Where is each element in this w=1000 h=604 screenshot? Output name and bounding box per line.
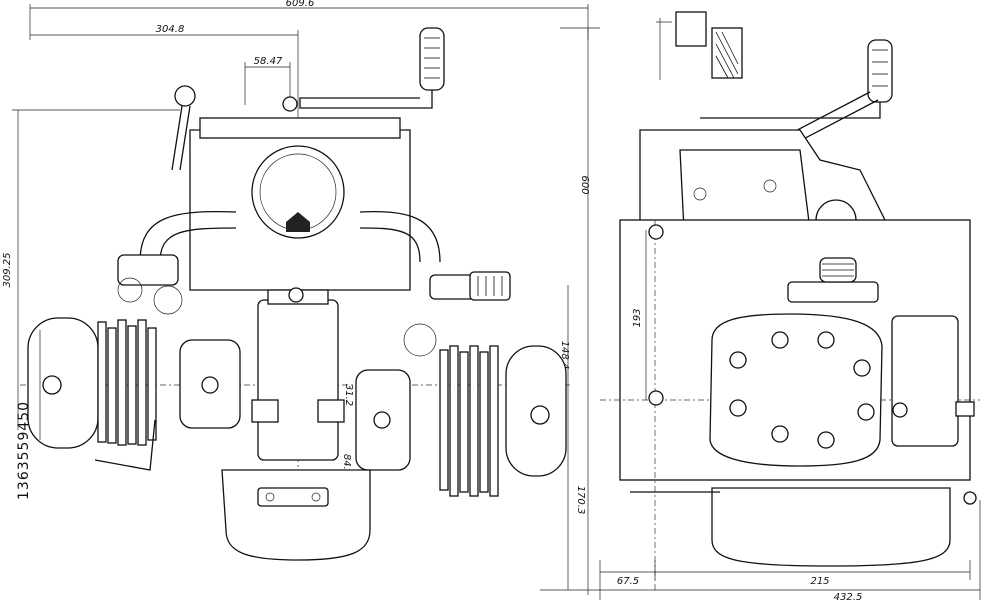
intake-pipe-right (359, 211, 441, 263)
dynamo (257, 299, 339, 461)
side-view: 67.5 215 432.5 193 (599, 11, 981, 603)
flywheel-housing (251, 145, 345, 239)
dim-center-small: 31.2 (343, 384, 354, 406)
left-lever (171, 85, 196, 171)
intake-pipe-left (139, 211, 237, 263)
dim-top-offset: 58.47 (254, 56, 283, 67)
oil-sump-front (221, 469, 371, 561)
dim-height-mid: 193 (632, 308, 643, 327)
carburetor-left (117, 254, 179, 286)
dim-left-height: 309.25 (2, 253, 13, 288)
cylinder-right (439, 345, 567, 497)
kick-start-lever (282, 27, 445, 112)
stock-id-watermark: 1363559450 (16, 401, 32, 500)
dim-overall-width: 609.6 (286, 0, 315, 9)
dim-half-width: 304.8 (156, 24, 185, 35)
head-bolts (729, 331, 875, 449)
dim-right-upper: 148.4 (559, 341, 570, 370)
dim-overall-height: 600 (579, 175, 590, 194)
dim-overall-depth: 432.5 (834, 592, 863, 603)
cylinder-head-side (709, 313, 883, 467)
cylinder-left (27, 317, 157, 471)
front-dimension-lines (12, 4, 600, 595)
oil-sump-side (711, 487, 951, 567)
dim-left-offset: 67.5 (617, 576, 639, 587)
dim-right-lower: 170.3 (575, 486, 586, 515)
dim-base-width: 215 (810, 576, 829, 587)
front-view: 609.6 304.8 58.47 309.25 600 148.4 170.3… (2, 0, 600, 595)
dim-lower-small: 84.6 (341, 454, 352, 476)
